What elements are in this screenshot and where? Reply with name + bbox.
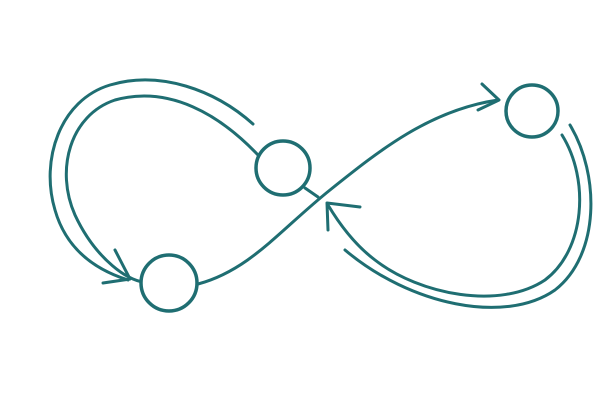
- center-line-to-right-node: [196, 98, 500, 286]
- center-arrowhead-icon: [325, 201, 362, 232]
- left-outer-arrow-arc: [48, 78, 255, 282]
- top-right-arrowhead-icon: [476, 82, 501, 112]
- node-top-center: [254, 139, 312, 197]
- center-line-from-top-node: [303, 186, 320, 199]
- right-inner-arrow-arc: [326, 133, 582, 298]
- node-bottom-left: [139, 253, 199, 313]
- node-top-right: [504, 83, 560, 139]
- right-outer-arc: [343, 123, 593, 309]
- left-inner-loop: [64, 94, 260, 284]
